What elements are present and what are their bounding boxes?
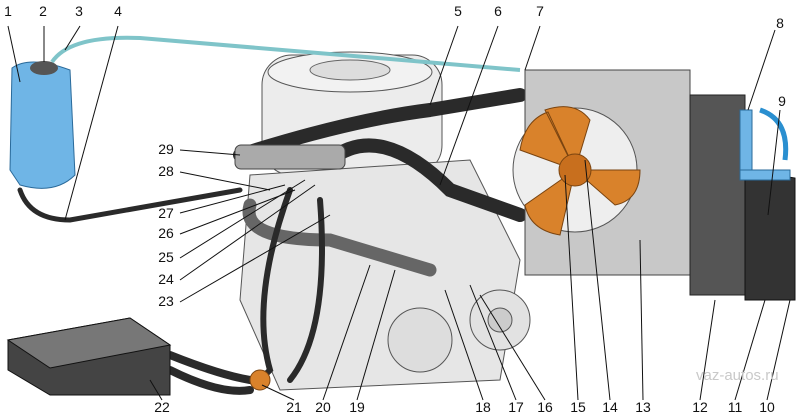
callout-14: 14 bbox=[602, 399, 618, 415]
callout-24: 24 bbox=[158, 271, 174, 287]
callout-28: 28 bbox=[158, 163, 174, 179]
fan bbox=[512, 106, 641, 236]
callout-1: 1 bbox=[4, 3, 12, 19]
expansion-tank bbox=[9, 61, 76, 189]
callout-26: 26 bbox=[158, 225, 174, 241]
callout-23: 23 bbox=[158, 293, 174, 309]
callout-6: 6 bbox=[494, 3, 502, 19]
callout-12: 12 bbox=[692, 399, 708, 415]
callout-17: 17 bbox=[508, 399, 524, 415]
callout-2: 2 bbox=[39, 3, 47, 19]
callout-11: 11 bbox=[727, 399, 743, 415]
callout-21: 21 bbox=[286, 399, 302, 415]
callout-29: 29 bbox=[158, 141, 174, 157]
heater-core bbox=[6, 317, 172, 396]
callout-5: 5 bbox=[454, 3, 462, 19]
callout-9: 9 bbox=[778, 93, 786, 109]
callout-8: 8 bbox=[776, 15, 784, 31]
callout-3: 3 bbox=[75, 3, 83, 19]
flow-arrow bbox=[759, 107, 789, 161]
leader-lines bbox=[7, 25, 791, 401]
callout-13: 13 bbox=[635, 399, 651, 415]
callout-22: 22 bbox=[154, 399, 170, 415]
callout-16: 16 bbox=[537, 399, 553, 415]
callout-7: 7 bbox=[536, 3, 544, 19]
callout-18: 18 bbox=[475, 399, 491, 415]
callout-25: 25 bbox=[158, 249, 174, 265]
callout-20: 20 bbox=[315, 399, 331, 415]
thermostat bbox=[234, 144, 346, 170]
callout-15: 15 bbox=[570, 399, 586, 415]
heater-valve bbox=[249, 369, 271, 391]
callout-27: 27 bbox=[158, 205, 174, 221]
watermark: vaz-autos.ru bbox=[696, 367, 779, 384]
callout-10: 10 bbox=[759, 399, 775, 415]
callout-19: 19 bbox=[349, 399, 365, 415]
overflow-tube bbox=[50, 35, 521, 72]
callout-4: 4 bbox=[114, 3, 122, 19]
